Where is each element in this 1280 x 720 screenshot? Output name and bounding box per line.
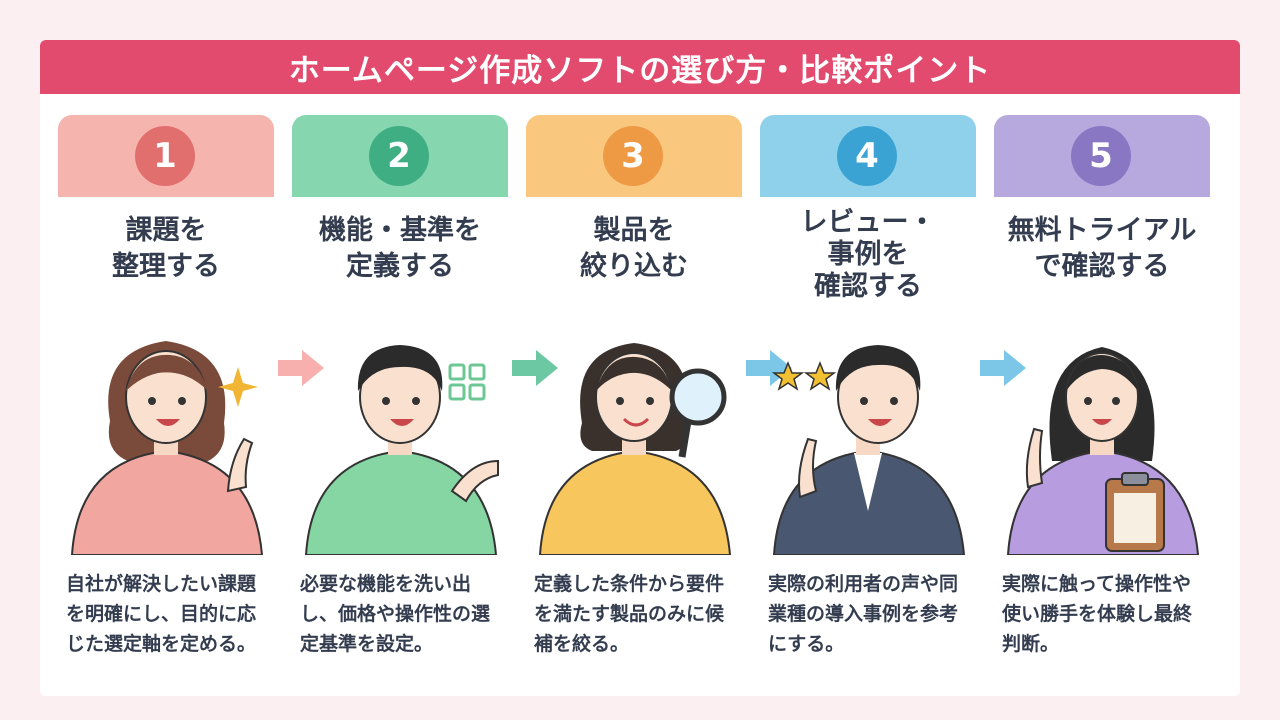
step-4-badge: 4: [837, 126, 897, 186]
step-4-heading: レビュー・ 事例を 確認する: [800, 207, 936, 302]
step-4-header: 4: [760, 115, 976, 197]
step-3-description: 定義した条件から要件を満たす製品のみに候補を絞る。: [534, 573, 725, 655]
step-5-illustration: [1006, 347, 1200, 555]
step-5-heading: 無料トライアル で確認する: [1007, 215, 1197, 282]
sparkle-icon: [218, 367, 258, 407]
clipboard-icon: [1105, 472, 1165, 552]
step-3-illustration: [538, 343, 732, 555]
step-4: 4 レビュー・ 事例を 確認する 実際の利用者の声や同業種の導入事例を参考にする…: [760, 115, 976, 685]
arrow-icon-2: [512, 350, 558, 386]
step-2-heading: 機能・基準を 定義する: [319, 215, 481, 282]
step-3: 3 製品を 絞り込む 定義した条件から要件を満たす製品のみに候補を絞る。: [526, 115, 742, 685]
step-4-description: 実際の利用者の声や同業種の導入事例を参考にする。: [768, 573, 959, 655]
grid-icon: [448, 363, 486, 401]
stars-icon: [771, 360, 837, 391]
step-4-illustration: [771, 345, 966, 555]
step-1-header: 1: [58, 115, 274, 197]
step-1-badge: 1: [135, 126, 195, 186]
arrow-icon-1: [278, 350, 324, 386]
step-2-description: 必要な機能を洗い出し、価格や操作性の選定基準を設定。: [300, 573, 491, 655]
step-5-description: 実際に触って操作性や使い勝手を体験し最終判断。: [1002, 573, 1193, 655]
step-3-header: 3: [526, 115, 742, 197]
step-5-badge: 5: [1071, 126, 1131, 186]
step-2-header: 2: [292, 115, 508, 197]
step-5: 5 無料トライアル で確認する 実際に触って操作性や使い勝手を体験し最終判断。: [994, 115, 1210, 685]
step-3-heading: 製品を 絞り込む: [580, 215, 688, 282]
step-2: 2 機能・基準を 定義する 必要な機能を洗い出し、価格や操作性の選定基準を設定。: [292, 115, 508, 685]
step-1-illustration: [70, 341, 264, 555]
infographic-card: ホームページ作成ソフトの選び方・比較ポイント 1 課題を 整理する: [40, 40, 1240, 696]
step-1-heading: 課題を 整理する: [112, 215, 220, 282]
step-1-description: 自社が解決したい課題を明確にし、目的に応じた選定軸を定める。: [66, 573, 257, 655]
step-5-header: 5: [994, 115, 1210, 197]
magnifier-icon: [669, 368, 727, 458]
step-1: 1 課題を 整理する 自社が解決したい課題を明確にし、目的に応: [58, 115, 274, 685]
step-3-badge: 3: [603, 126, 663, 186]
arrow-icon-4: [980, 350, 1026, 386]
step-2-illustration: [304, 345, 499, 555]
page-title: ホームページ作成ソフトの選び方・比較ポイント: [40, 40, 1240, 94]
step-2-badge: 2: [369, 126, 429, 186]
